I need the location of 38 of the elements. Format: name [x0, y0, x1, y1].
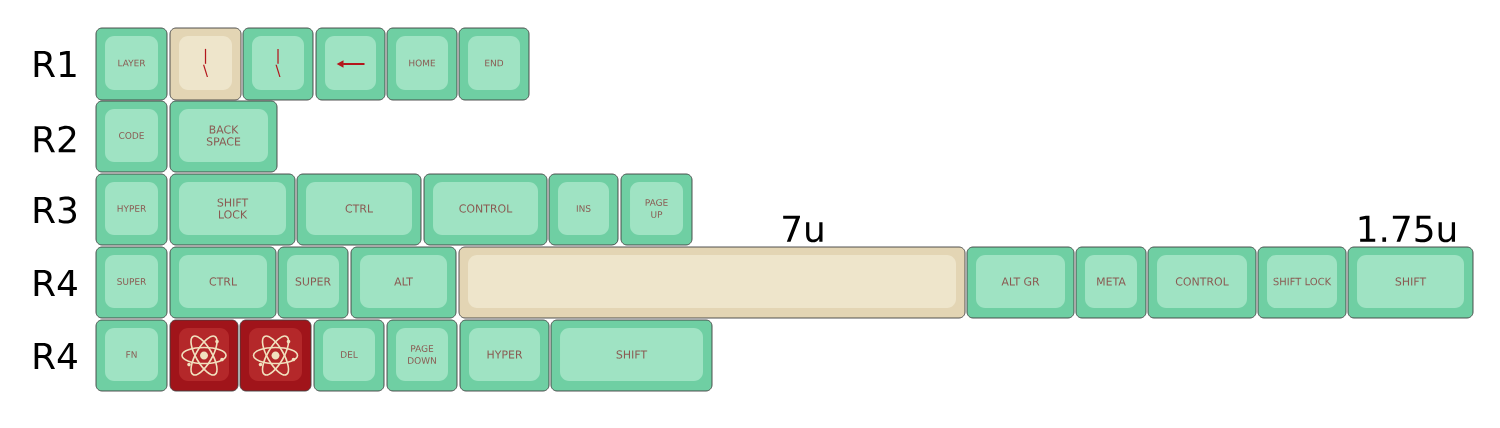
keycap: SUPER	[95, 246, 168, 319]
size-label: 1.75u	[1359, 215, 1455, 243]
keycap: SHIFT LOCK	[169, 173, 296, 246]
keycap: CODE	[95, 100, 168, 173]
row-label: R3	[34, 196, 76, 224]
keycap: ALT GR	[966, 246, 1075, 319]
keycap	[315, 27, 386, 101]
keycap: LAYER	[95, 27, 168, 101]
keycap: CONTROL	[423, 173, 548, 246]
keycap: INS	[548, 173, 619, 246]
row-label: R1	[34, 50, 76, 78]
keycap: SHIFT LOCK	[1257, 246, 1347, 319]
keycap: END	[458, 27, 530, 101]
keycap: HYPER	[95, 173, 168, 246]
keycap: META	[1075, 246, 1147, 319]
row-label: R4	[34, 269, 77, 297]
keycap: PAGE UP	[620, 173, 693, 246]
keycap: ALT	[350, 246, 457, 319]
keycap: PAGE DOWN	[386, 319, 458, 392]
keycap: HOME	[386, 27, 458, 101]
keycap: | \	[169, 27, 242, 101]
keycap: SHIFT	[550, 319, 713, 392]
keycap	[169, 319, 239, 392]
size-label: 7u	[783, 215, 823, 243]
keycap: SHIFT	[1347, 246, 1474, 319]
keycap: SUPER	[277, 246, 349, 319]
keycap	[458, 246, 966, 319]
keycap: CTRL	[169, 246, 277, 319]
keycap	[239, 319, 312, 392]
keycap: CTRL	[296, 173, 422, 246]
keycap: BACK SPACE	[169, 100, 278, 173]
row-label: R4	[34, 342, 77, 370]
keycap: DEL	[313, 319, 385, 392]
keycap: HYPER	[459, 319, 550, 392]
row-label: R2	[34, 125, 76, 153]
keycap: CONTROL	[1147, 246, 1257, 319]
keycap: FN	[95, 319, 168, 392]
keycap: | \	[242, 27, 314, 101]
